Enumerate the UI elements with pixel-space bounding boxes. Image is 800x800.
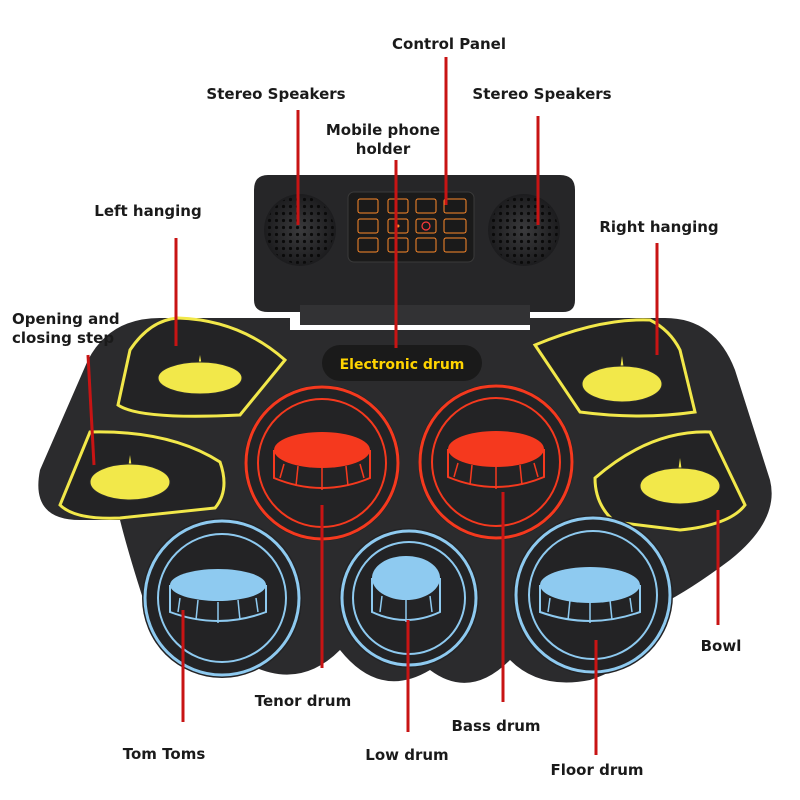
label-right-hanging: Right hanging bbox=[599, 218, 719, 236]
label-opening-closing-line1: Opening and bbox=[12, 310, 120, 328]
snare-pad-left bbox=[244, 385, 400, 541]
label-bass-drum: Bass drum bbox=[451, 717, 541, 735]
label-mobile-phone-holder-line2: holder bbox=[355, 140, 411, 158]
right-speaker-grill bbox=[488, 194, 560, 266]
label-opening-closing-line2: closing step bbox=[12, 329, 115, 347]
cymbal-pad-right-lower bbox=[593, 430, 747, 532]
left-speaker-grill bbox=[264, 194, 336, 266]
logo-text: Electronic drum bbox=[340, 357, 465, 373]
leader-opening-closing bbox=[86, 354, 96, 466]
label-tenor-drum: Tenor drum bbox=[254, 692, 352, 710]
tom-pad-right bbox=[513, 515, 673, 675]
label-low-drum: Low drum bbox=[365, 746, 449, 764]
label-bowl: Bowl bbox=[700, 637, 742, 655]
control-unit bbox=[254, 175, 575, 325]
label-left-hanging: Left hanging bbox=[94, 202, 202, 220]
label-mobile-phone-holder-line1: Mobile phone bbox=[325, 121, 441, 139]
tom-pad-left bbox=[142, 518, 302, 678]
logo-plate: Electronic drum bbox=[322, 345, 482, 381]
label-floor-drum: Floor drum bbox=[550, 761, 644, 779]
power-icon bbox=[421, 221, 431, 231]
cymbal-pad-right-upper bbox=[532, 318, 697, 418]
snare-pad-right bbox=[418, 384, 574, 540]
label-stereo-speakers-left: Stereo Speakers bbox=[206, 85, 346, 103]
label-tom-toms: Tom Toms bbox=[122, 745, 206, 763]
label-control-panel: Control Panel bbox=[392, 35, 506, 53]
cymbal-pad-left-lower bbox=[58, 430, 226, 520]
control-panel bbox=[347, 191, 475, 263]
label-stereo-speakers-right: Stereo Speakers bbox=[472, 85, 612, 103]
cymbal-pad-left-upper bbox=[116, 316, 288, 418]
leader-lines bbox=[86, 57, 720, 755]
